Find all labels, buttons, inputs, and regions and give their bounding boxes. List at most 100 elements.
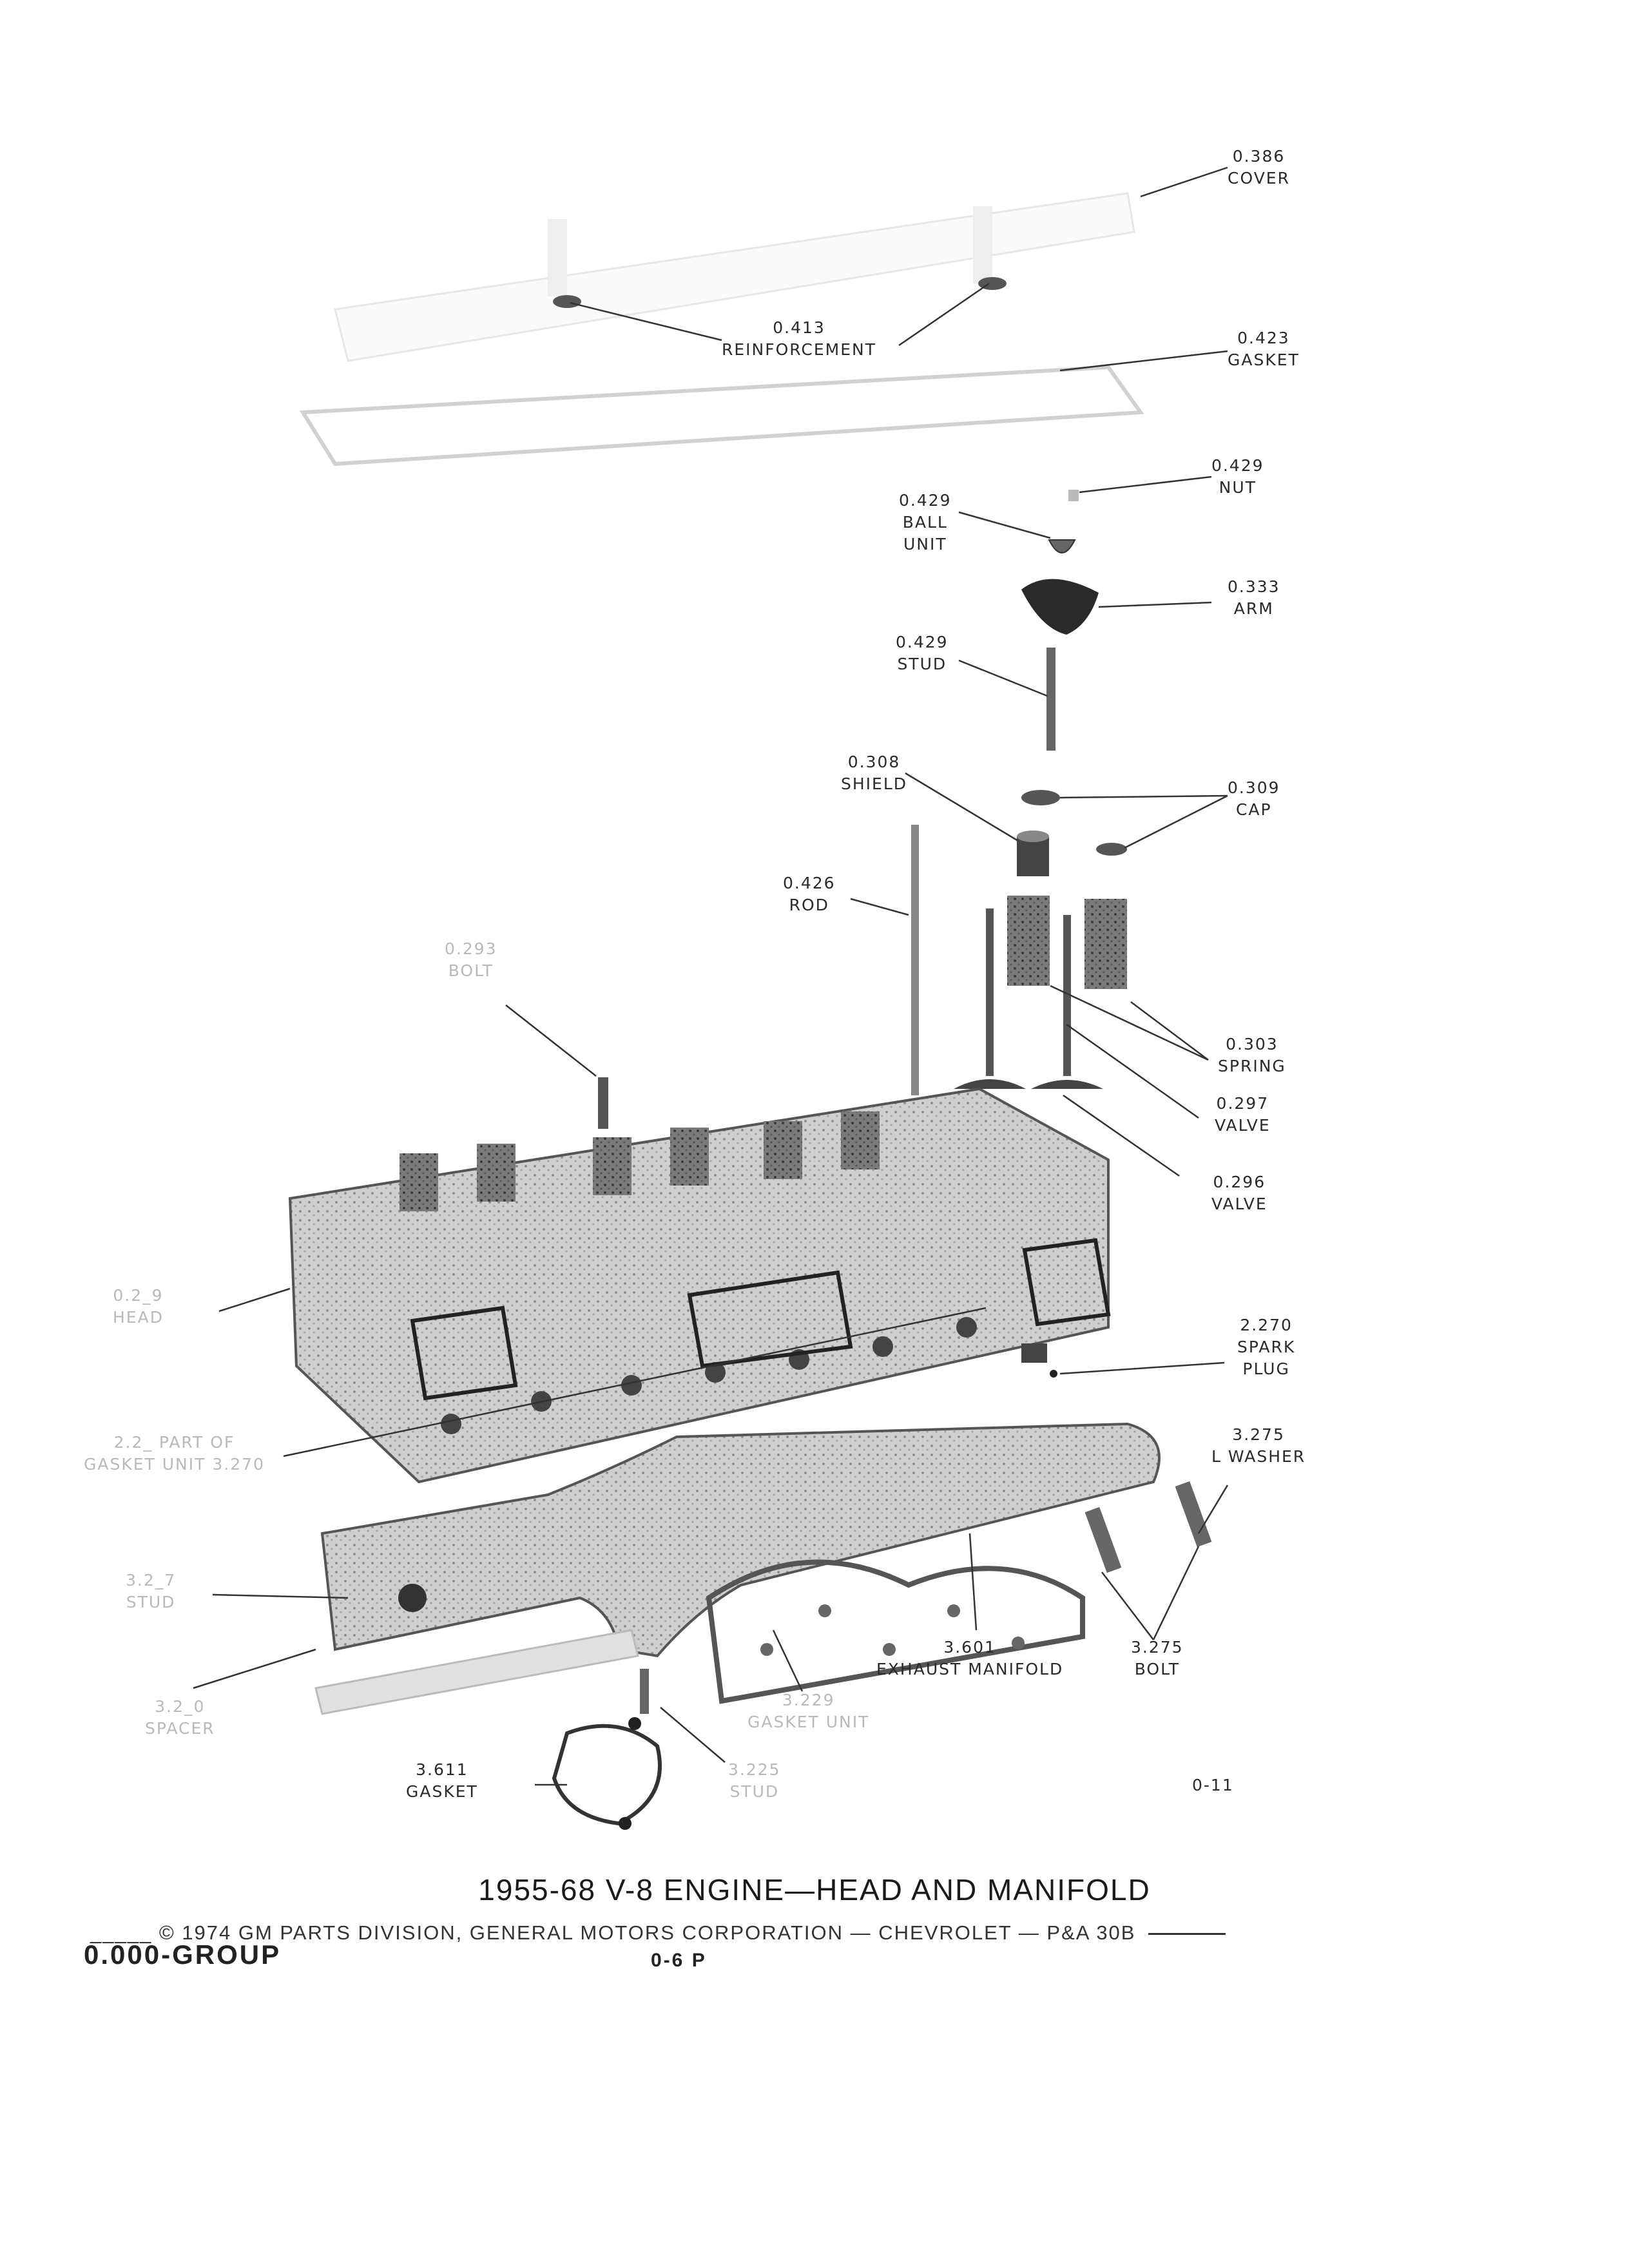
page-number: 0-6 P — [651, 1950, 707, 1971]
copyright-line: _____ © 1974 GM PARTS DIVISION, GENERAL … — [90, 1921, 1226, 1945]
leader-lines — [193, 166, 1229, 1786]
part-number: 3.229 — [782, 1691, 835, 1709]
part-name-line2: UNIT — [903, 535, 947, 553]
part-name: L WASHER — [1211, 1447, 1306, 1466]
manifold-stud — [640, 1669, 649, 1714]
exhaust-manifold — [320, 1422, 1161, 1658]
part-name: EXHAUST MANIFOLD — [876, 1660, 1064, 1678]
part-number: 0.309 — [1228, 778, 1280, 797]
part-name: ARM — [1233, 599, 1274, 618]
part-number: 0.303 — [1226, 1035, 1278, 1053]
part-name-line2: PLUG — [1242, 1360, 1290, 1378]
rocker-arm — [1021, 579, 1099, 635]
part-number: 0.429 — [899, 491, 952, 510]
valve-cover — [334, 192, 1135, 362]
part-number: 0.423 — [1237, 329, 1290, 347]
part-name: SHIELD — [841, 774, 908, 793]
group-number: 0.000-GROUP — [84, 1939, 282, 1970]
part-name: GASKET — [406, 1782, 478, 1801]
part-number: 3.225 — [728, 1760, 781, 1779]
valve-caps — [1021, 790, 1127, 856]
part-name: BOLT — [1134, 1660, 1180, 1678]
part-name: REINFORCEMENT — [722, 340, 877, 359]
cylinder-head — [288, 1087, 1111, 1484]
part-number: 0.426 — [783, 874, 836, 892]
part-name: CAP — [1235, 800, 1272, 819]
rocker-stud — [1046, 648, 1055, 751]
head-bolt — [598, 1077, 608, 1129]
part-name: BOLT — [448, 961, 494, 980]
manifold-gasket-unit — [706, 1559, 1085, 1704]
flange-gasket — [552, 1717, 662, 1830]
part-number: 0.2_9 — [113, 1286, 164, 1305]
spark-plug — [1021, 1343, 1057, 1378]
part-number: 2.2_ PART OF — [113, 1433, 235, 1452]
valve-shield — [1017, 831, 1049, 876]
part-name: VALVE — [1211, 1195, 1268, 1213]
part-name: STUD — [729, 1782, 780, 1801]
part-name: SPRING — [1218, 1057, 1286, 1075]
part-number: 0.429 — [1211, 456, 1264, 475]
part-name: SPACER — [145, 1719, 215, 1738]
part-number: 0.386 — [1232, 147, 1286, 166]
rocker-nut — [1068, 490, 1079, 501]
copyright-text: _____ © 1974 GM PARTS DIVISION, GENERAL … — [90, 1921, 1136, 1944]
figure-code: 0-11 — [1192, 1776, 1234, 1794]
manifold-bolts — [1084, 1481, 1212, 1573]
spacer — [314, 1629, 639, 1715]
page-title: 1955-68 V-8 ENGINE—HEAD AND MANIFOLD — [478, 1873, 1151, 1907]
label-part-of: 2.2_ PART OF GASKET UNIT 3.270 — [84, 1432, 265, 1475]
part-number: 2.270 — [1240, 1316, 1293, 1334]
part-number: 3.2_7 — [126, 1571, 177, 1590]
part-number: 3.2_0 — [155, 1697, 206, 1716]
part-name: STUD — [126, 1593, 176, 1611]
part-name: BALL — [902, 513, 948, 532]
valves — [954, 908, 1103, 1089]
copyright-rule — [1148, 1933, 1226, 1936]
part-number: 0.296 — [1213, 1173, 1266, 1191]
part-name: GASKET UNIT — [747, 1713, 870, 1731]
valve-springs — [1007, 896, 1127, 989]
part-number: 3.601 — [943, 1638, 996, 1657]
valve-cover-gasket — [299, 365, 1144, 466]
part-number: 3.275 — [1232, 1425, 1285, 1444]
part-name: COVER — [1228, 169, 1290, 187]
part-name: HEAD — [113, 1308, 164, 1327]
part-name: SPARK — [1237, 1338, 1296, 1356]
part-number: 0.333 — [1228, 577, 1280, 596]
label-l-washer: 3.275 L WASHER — [1211, 1424, 1306, 1468]
part-name: GASKET — [1228, 351, 1300, 369]
part-name: STUD — [897, 655, 947, 673]
part-number: 3.275 — [1131, 1638, 1184, 1657]
part-number: 0.413 — [773, 318, 825, 337]
part-name: VALVE — [1215, 1116, 1271, 1135]
part-number: 0.429 — [896, 633, 949, 651]
part-name: GASKET UNIT 3.270 — [84, 1455, 265, 1474]
part-number: 3.611 — [416, 1760, 468, 1779]
part-name: NUT — [1219, 478, 1257, 497]
part-name: ROD — [789, 896, 829, 914]
part-number: 0.293 — [445, 939, 497, 958]
